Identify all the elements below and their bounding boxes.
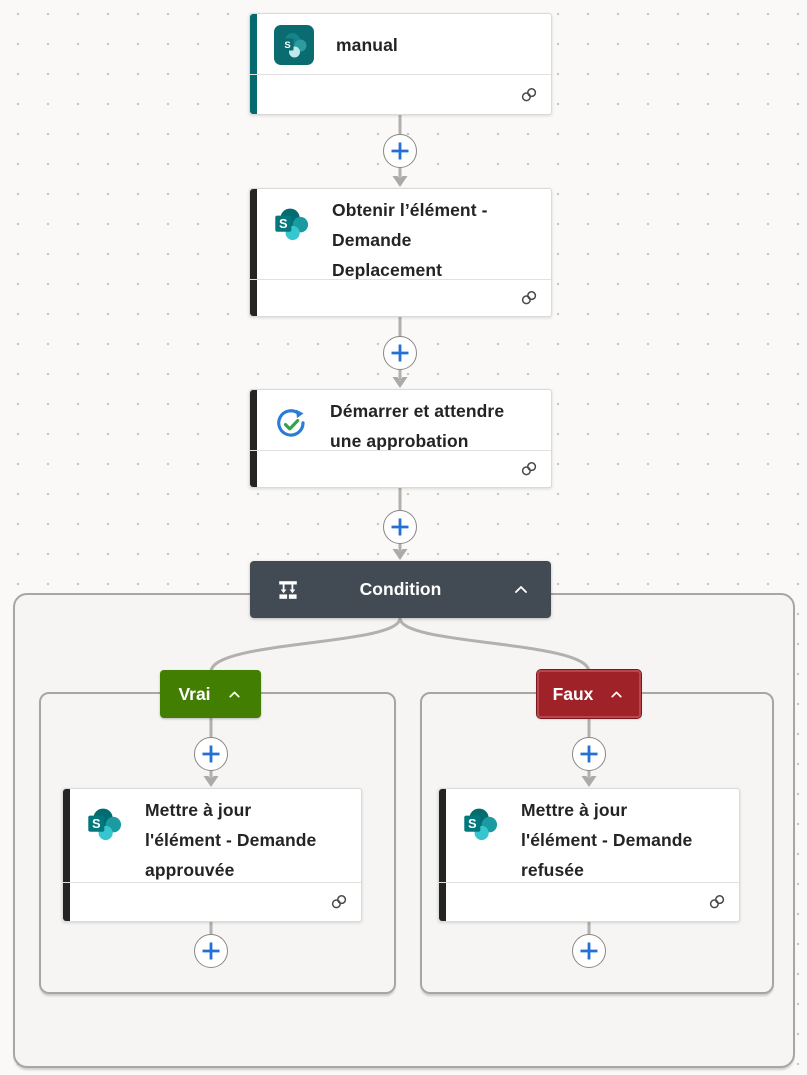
- action-accent-bar: [250, 189, 257, 316]
- plus-icon: [202, 745, 220, 763]
- sharepoint-icon: S: [463, 806, 499, 842]
- link-icon: [521, 291, 537, 305]
- link-icon: [331, 895, 347, 909]
- action-card-approval[interactable]: Démarrer et attendre une approbation: [249, 389, 552, 488]
- plus-icon: [391, 518, 409, 536]
- chevron-up-icon[interactable]: [608, 686, 625, 703]
- plus-icon: [580, 942, 598, 960]
- action-accent-bar: [439, 789, 446, 921]
- condition-header[interactable]: Condition: [250, 561, 551, 618]
- false-branch-badge[interactable]: Faux: [536, 669, 642, 719]
- insert-step-button[interactable]: [194, 737, 228, 771]
- svg-text:S: S: [92, 816, 101, 831]
- action-card-update-approved[interactable]: S Mettre à jour l'élément - Demande appr…: [62, 788, 362, 922]
- action-title: Obtenir l’élément - Demande Deplacement: [332, 200, 488, 280]
- true-branch-label: Vrai: [178, 683, 211, 704]
- insert-step-button[interactable]: [383, 336, 417, 370]
- sharepoint-icon: S: [274, 206, 310, 242]
- action-card-main: S Mettre à jour l'élément - Demande appr…: [63, 789, 361, 885]
- condition-icon: [277, 579, 299, 601]
- insert-step-button[interactable]: [194, 934, 228, 968]
- action-card-footer: [63, 882, 361, 921]
- insert-step-button[interactable]: [572, 737, 606, 771]
- action-accent-bar: [63, 789, 70, 921]
- insert-step-button[interactable]: [383, 510, 417, 544]
- action-card-update-refused[interactable]: S Mettre à jour l'élément - Demande refu…: [438, 788, 740, 922]
- link-icon: [709, 895, 725, 909]
- svg-text:S: S: [284, 40, 290, 51]
- action-title: Démarrer et attendre une approbation: [330, 401, 505, 451]
- chevron-up-icon[interactable]: [226, 686, 243, 703]
- approvals-icon: [274, 407, 308, 441]
- plus-icon: [580, 745, 598, 763]
- plus-icon: [202, 942, 220, 960]
- trigger-accent-bar: [250, 14, 257, 114]
- insert-step-button[interactable]: [572, 934, 606, 968]
- trigger-card-footer: [250, 74, 551, 114]
- action-card-footer: [439, 882, 739, 921]
- chevron-up-icon[interactable]: [511, 580, 531, 600]
- trigger-card-main: S manual: [250, 14, 551, 76]
- link-icon: [521, 87, 537, 101]
- action-card-main: S Obtenir l’élément - Demande Deplacemen…: [250, 189, 551, 285]
- action-card-main: S Mettre à jour l'élément - Demande refu…: [439, 789, 739, 885]
- plus-icon: [391, 142, 409, 160]
- action-accent-bar: [250, 390, 257, 487]
- condition-label: Condition: [359, 579, 442, 599]
- svg-text:S: S: [468, 816, 477, 831]
- sharepoint-trigger-icon: S: [274, 25, 314, 65]
- insert-step-button[interactable]: [383, 134, 417, 168]
- action-title: Mettre à jour l'élément - Demande approu…: [145, 800, 317, 880]
- false-branch-label: Faux: [552, 683, 594, 704]
- action-card-footer: [250, 450, 551, 487]
- action-card-get-item[interactable]: S Obtenir l’élément - Demande Deplacemen…: [249, 188, 552, 317]
- trigger-title: manual: [336, 35, 398, 55]
- action-card-footer: [250, 279, 551, 316]
- trigger-card-manual[interactable]: S manual: [249, 13, 552, 115]
- action-card-main: Démarrer et attendre une approbation: [250, 390, 551, 456]
- link-icon: [521, 462, 537, 476]
- plus-icon: [391, 344, 409, 362]
- action-title: Mettre à jour l'élément - Demande refusé…: [521, 800, 693, 880]
- true-branch-badge[interactable]: Vrai: [160, 670, 261, 718]
- svg-text:S: S: [279, 216, 288, 231]
- sharepoint-icon: S: [87, 806, 123, 842]
